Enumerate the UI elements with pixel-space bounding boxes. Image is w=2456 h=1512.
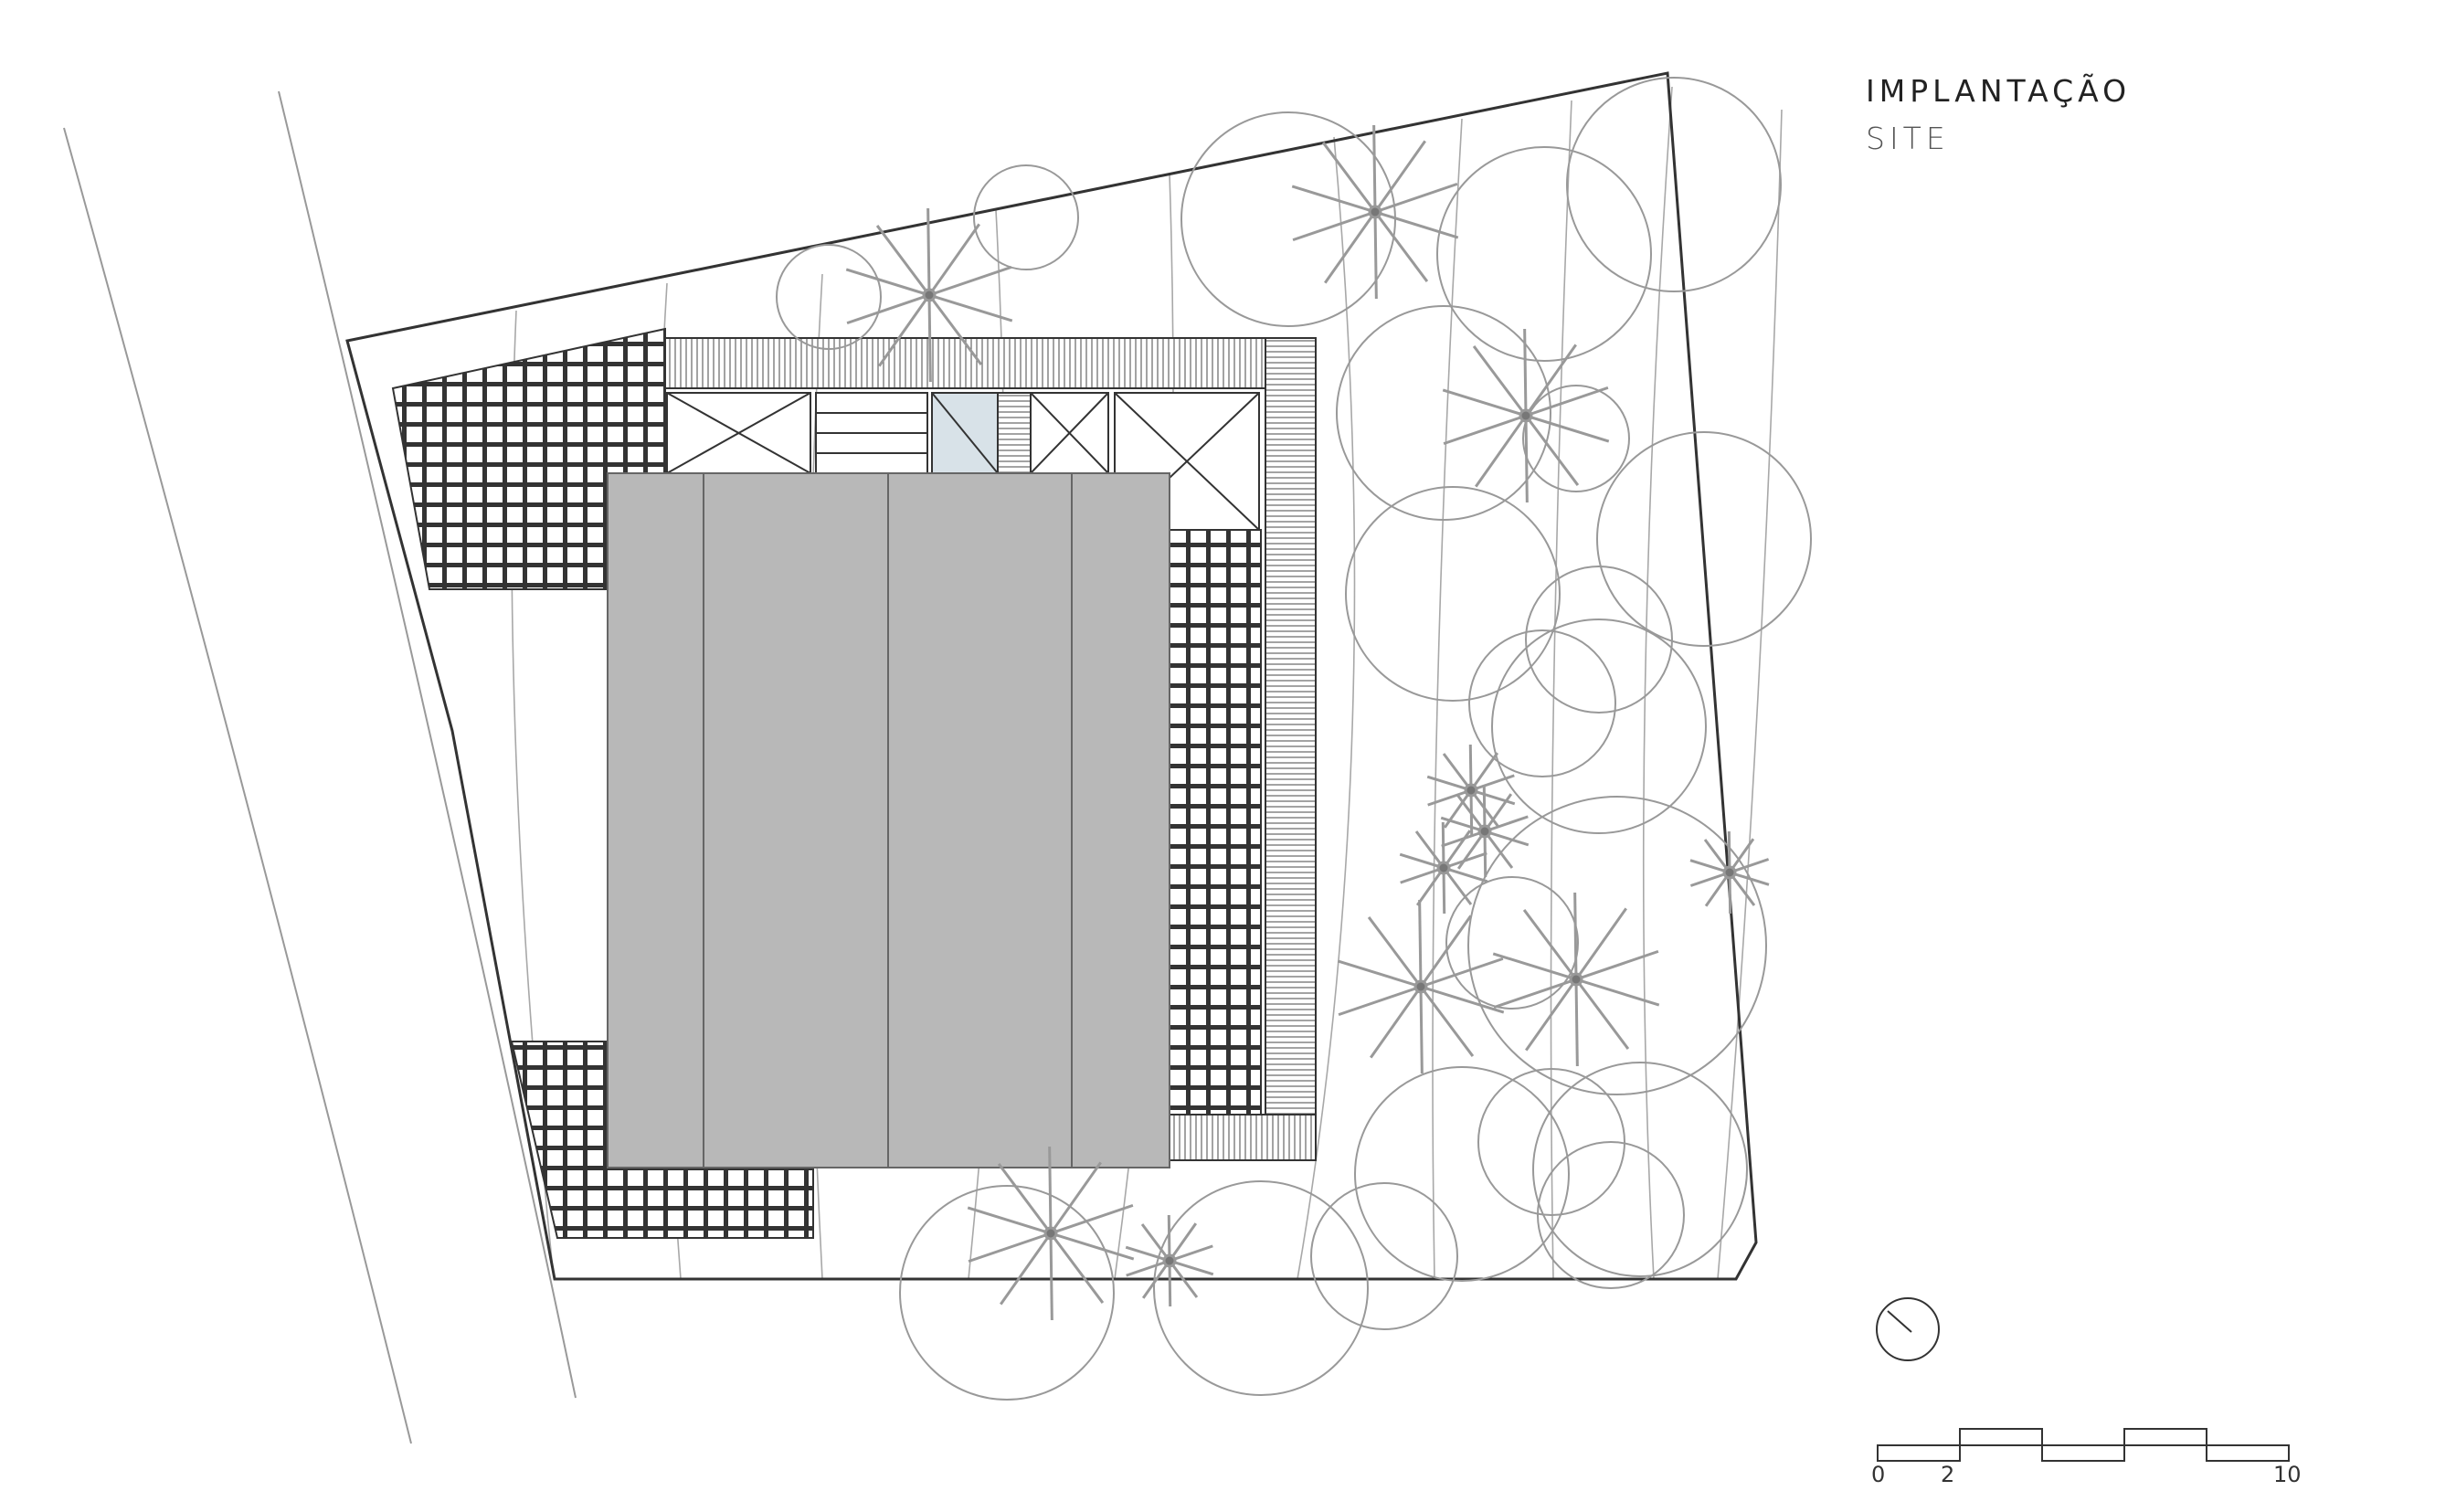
upper-bays bbox=[666, 392, 1260, 531]
tree-canopy bbox=[1532, 1062, 1748, 1277]
tree-canopy bbox=[1467, 796, 1767, 1095]
paving-areas bbox=[391, 327, 1262, 1239]
tree-canopy bbox=[1596, 431, 1812, 647]
tree-star bbox=[1689, 830, 1770, 915]
tree-canopy bbox=[776, 244, 882, 350]
tree-star bbox=[1399, 821, 1488, 915]
tree-canopy bbox=[1354, 1066, 1570, 1282]
tree-star bbox=[1492, 892, 1660, 1067]
tree-canopy bbox=[1345, 486, 1561, 702]
tree-canopy bbox=[1468, 629, 1616, 777]
tree-canopy bbox=[1445, 876, 1579, 1010]
tree-canopy bbox=[1525, 566, 1673, 714]
tree-star bbox=[967, 1146, 1135, 1321]
tree-canopy bbox=[1310, 1182, 1458, 1330]
tree-canopy bbox=[1153, 1180, 1369, 1396]
tree-canopy bbox=[1436, 146, 1652, 362]
tree-canopy bbox=[973, 164, 1079, 270]
tree-star bbox=[1426, 744, 1516, 837]
property-boundary bbox=[345, 71, 1758, 1281]
tree-icon bbox=[845, 124, 1770, 1321]
tree-canopy bbox=[1477, 1068, 1625, 1216]
tree-canopy bbox=[1336, 305, 1551, 521]
tree-canopy bbox=[1180, 111, 1396, 327]
tree-canopy bbox=[1522, 385, 1630, 492]
tree-canopy bbox=[1566, 77, 1782, 292]
tree-star bbox=[1125, 1214, 1214, 1307]
scale-label-10: 10 bbox=[2273, 1462, 2302, 1487]
tree-star bbox=[1440, 785, 1530, 878]
tree-star bbox=[1442, 328, 1610, 503]
tree-canopy bbox=[899, 1185, 1115, 1401]
plan-subtitle: SITE bbox=[1866, 121, 1950, 156]
tree-canopies bbox=[776, 77, 1812, 1401]
scale-label-0: 0 bbox=[1871, 1462, 1886, 1487]
street-lines bbox=[63, 90, 577, 1444]
tree-canopy bbox=[1537, 1141, 1685, 1289]
tree-star bbox=[845, 207, 1013, 383]
roof-edges bbox=[664, 337, 1317, 1161]
scale-label-2: 2 bbox=[1941, 1462, 1955, 1487]
tree-star bbox=[1291, 124, 1459, 300]
north-arrow-icon bbox=[1876, 1297, 1940, 1361]
tree-canopy bbox=[1491, 619, 1707, 834]
building-roof bbox=[607, 472, 1170, 1168]
scale-bar-icon bbox=[1877, 1428, 2290, 1462]
plan-title: IMPLANTAÇÃO bbox=[1866, 73, 2132, 109]
tree-star bbox=[1337, 899, 1505, 1074]
